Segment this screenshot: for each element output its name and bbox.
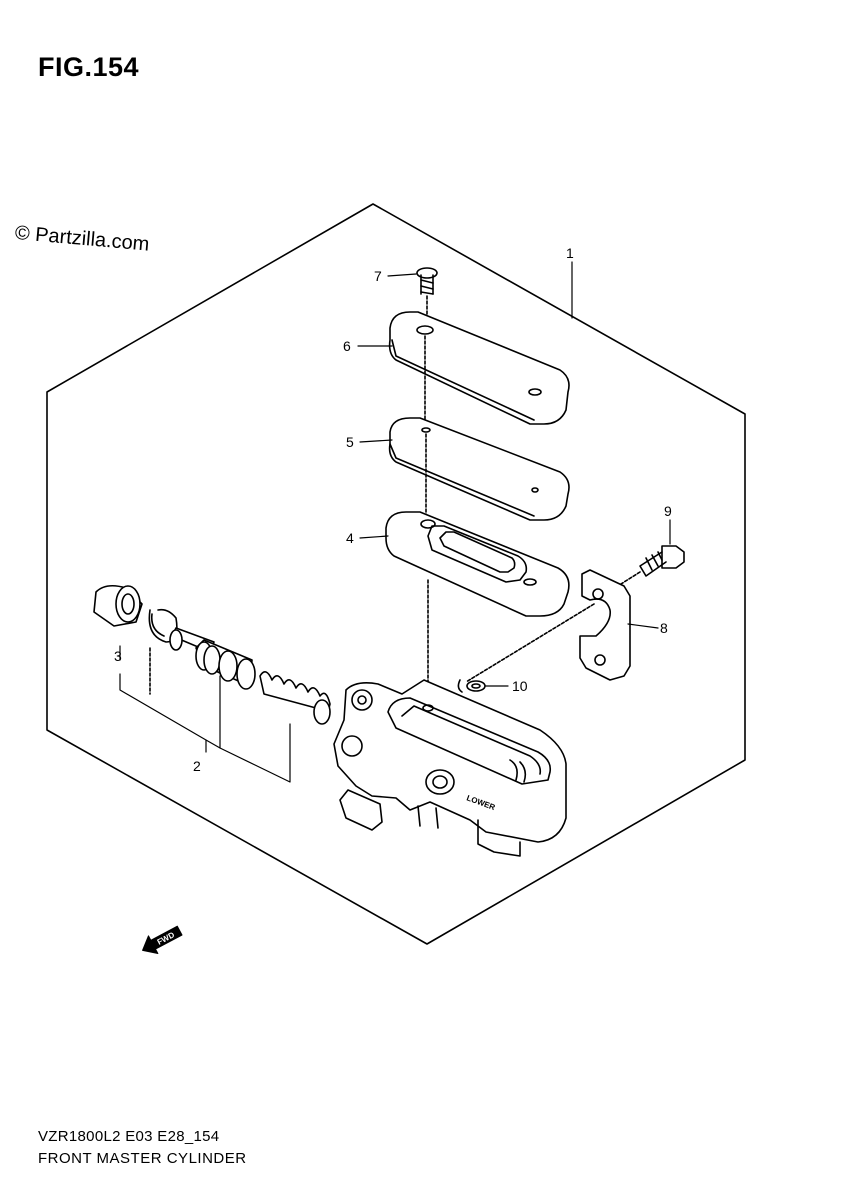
callout-5: 5 xyxy=(346,434,354,450)
part-6-cap xyxy=(388,311,570,425)
model-code: VZR1800L2 E03 E28_154 xyxy=(38,1128,220,1145)
callout-1: 1 xyxy=(566,245,574,261)
part-7-screw xyxy=(416,267,438,319)
part-2-piston xyxy=(169,627,331,725)
callout-4: 4 xyxy=(346,530,354,546)
callout-2: 2 xyxy=(193,758,201,774)
master-cylinder-body xyxy=(333,679,567,857)
section-name: FRONT MASTER CYLINDER xyxy=(38,1150,247,1167)
callout-9: 9 xyxy=(664,503,672,519)
callout-6: 6 xyxy=(343,338,351,354)
part-8-clamp xyxy=(465,569,631,683)
part-5-plate xyxy=(388,417,570,521)
callout-3: 3 xyxy=(114,648,122,664)
callout-10: 10 xyxy=(512,678,528,694)
callout-8: 8 xyxy=(660,620,668,636)
figure-title: FIG.154 xyxy=(38,52,140,82)
part-10-dowel xyxy=(457,679,486,693)
leader-lines xyxy=(119,261,671,783)
assembly-boundary xyxy=(46,203,746,945)
forward-arrow-icon: FWD xyxy=(142,925,183,955)
part-3-boot xyxy=(93,584,151,695)
callout-7: 7 xyxy=(374,268,382,284)
